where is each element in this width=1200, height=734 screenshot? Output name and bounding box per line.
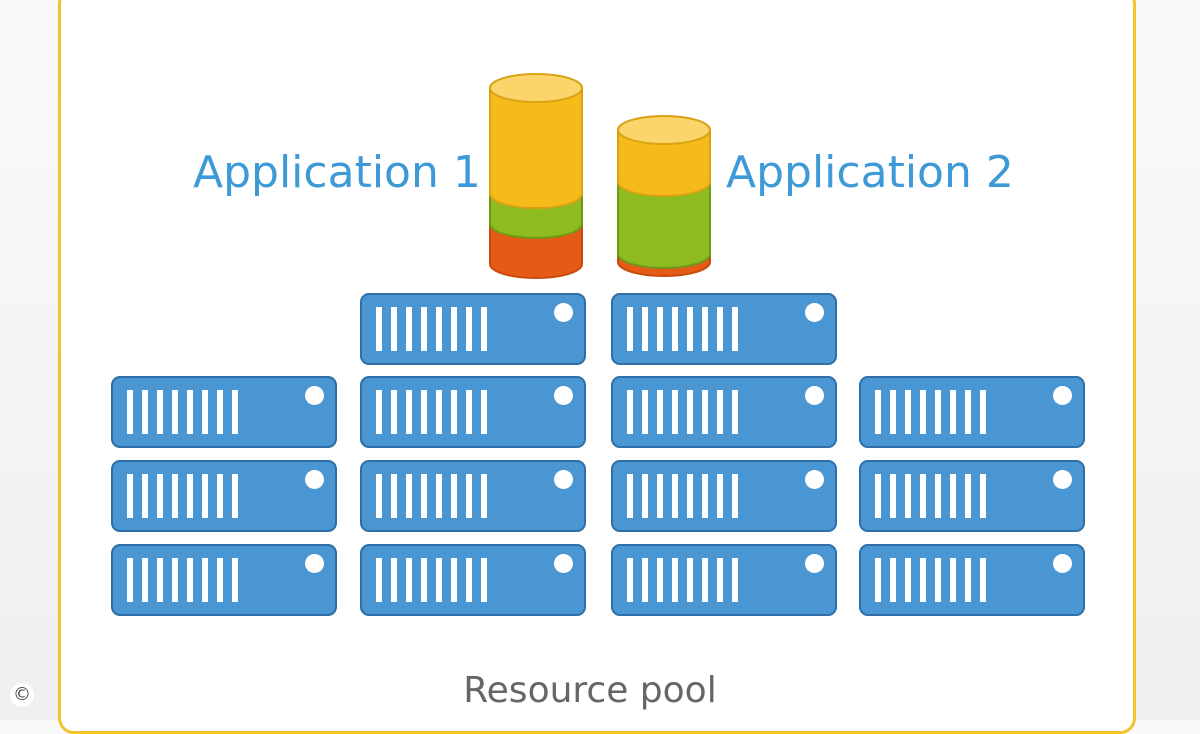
server-unit	[859, 544, 1085, 616]
server-unit	[111, 376, 337, 448]
server-led-icon	[805, 554, 824, 573]
server-unit	[360, 460, 586, 532]
server-led-icon	[554, 386, 573, 405]
server-led-icon	[305, 554, 324, 573]
application-1-cylinder	[489, 73, 583, 279]
server-led-icon	[554, 554, 573, 573]
server-unit	[360, 544, 586, 616]
server-led-icon	[305, 386, 324, 405]
server-unit	[111, 544, 337, 616]
server-led-icon	[805, 303, 824, 322]
server-unit	[360, 376, 586, 448]
server-led-icon	[1053, 554, 1072, 573]
server-unit	[611, 460, 837, 532]
server-unit	[859, 460, 1085, 532]
server-unit	[111, 460, 337, 532]
server-unit	[611, 293, 837, 365]
resource-pool-label: Resource pool	[463, 670, 717, 711]
application-1-label: Application 1	[193, 147, 481, 198]
server-led-icon	[805, 470, 824, 489]
server-unit	[859, 376, 1085, 448]
diagram-frame	[58, 0, 1136, 734]
server-unit	[360, 293, 586, 365]
application-2-label: Application 2	[726, 147, 1014, 198]
server-led-icon	[805, 386, 824, 405]
server-led-icon	[554, 470, 573, 489]
server-led-icon	[1053, 470, 1072, 489]
application-2-cylinder	[617, 115, 711, 277]
server-unit	[611, 544, 837, 616]
server-led-icon	[554, 303, 573, 322]
server-unit	[611, 376, 837, 448]
copyright-icon: ©	[10, 683, 34, 707]
server-led-icon	[305, 470, 324, 489]
server-led-icon	[1053, 386, 1072, 405]
